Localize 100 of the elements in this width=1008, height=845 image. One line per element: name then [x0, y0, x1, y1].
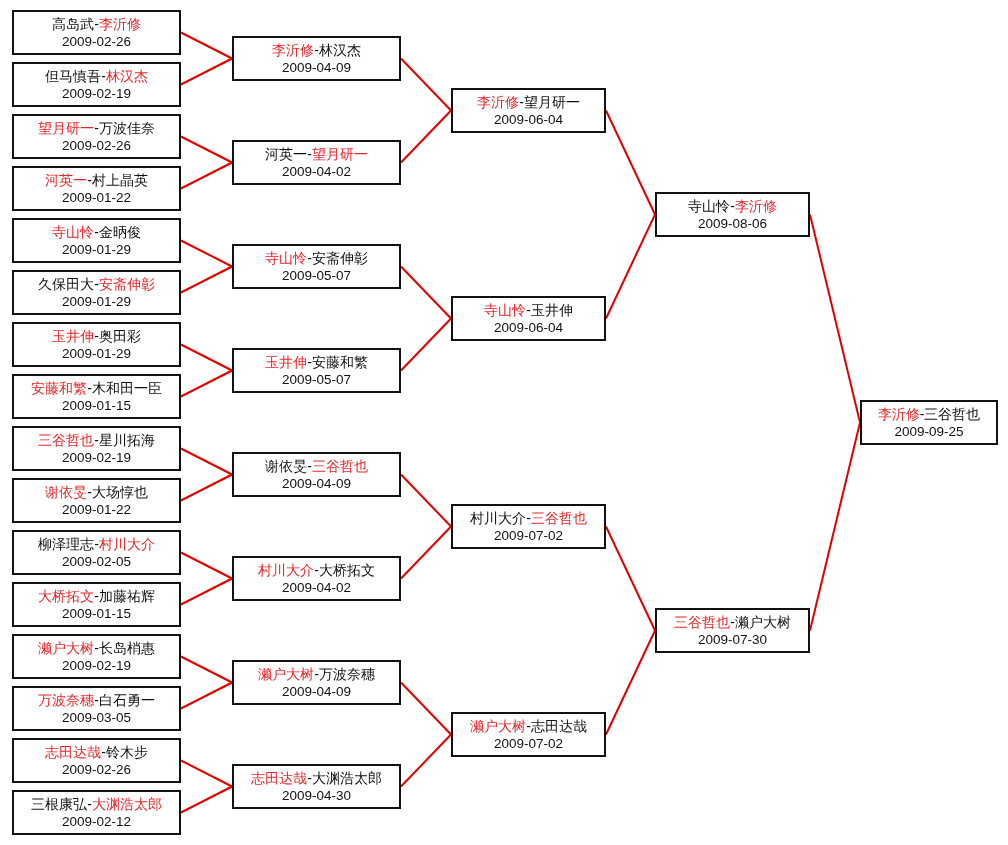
- match-date: 2009-02-19: [61, 448, 132, 467]
- match-date: 2009-02-19: [61, 84, 132, 103]
- match-date: 2009-01-29: [61, 240, 132, 259]
- match-date: 2009-06-04: [493, 318, 564, 337]
- match-date: 2009-04-02: [281, 578, 352, 597]
- match-box: [12, 218, 181, 263]
- connector-line: [180, 31, 233, 60]
- player-names: 望月研一-万波佳奈: [38, 118, 155, 137]
- match-box: [12, 426, 181, 471]
- connector-line: [605, 213, 656, 320]
- connector-line: [400, 681, 452, 736]
- match-date: 2009-01-29: [61, 292, 132, 311]
- match-date: 2009-05-07: [281, 370, 352, 389]
- match-date: 2009-04-09: [281, 58, 352, 77]
- player-names: 李沂修-三谷哲也: [877, 404, 981, 423]
- match-box: [655, 608, 810, 653]
- connector-line: [605, 109, 656, 216]
- match-box: [655, 192, 810, 237]
- match-date: 2009-02-26: [61, 136, 132, 155]
- player-names: 玉井伸-安藤和繁: [265, 352, 368, 371]
- connector-line: [400, 733, 452, 788]
- match-box: [12, 738, 181, 783]
- player-names: 但马慎吾-林汉杰: [45, 66, 148, 85]
- match-date: 2009-07-02: [493, 734, 564, 753]
- connector-line: [400, 525, 452, 580]
- match-date: 2009-02-12: [61, 812, 132, 831]
- match-date: 2009-04-09: [281, 682, 352, 701]
- player-names: 三谷哲也-濑户大树: [674, 612, 791, 631]
- match-box: [12, 62, 181, 107]
- match-date: 2009-07-30: [697, 630, 768, 649]
- player-names: 濑户大树-万波奈穗: [258, 664, 375, 683]
- match-box: [860, 400, 998, 445]
- match-box: [232, 764, 401, 809]
- match-box: [12, 270, 181, 315]
- match-date: 2009-02-19: [61, 656, 132, 675]
- player-names: 李沂修-林汉杰: [272, 40, 361, 59]
- connector-line: [180, 57, 233, 86]
- connector-line: [180, 473, 233, 502]
- match-box: [232, 452, 401, 497]
- connector-line: [180, 239, 233, 268]
- connector-line: [180, 577, 233, 606]
- match-date: 2009-02-26: [61, 760, 132, 779]
- match-date: 2009-04-30: [281, 786, 352, 805]
- connector-line: [605, 629, 656, 736]
- connector-line: [180, 343, 233, 372]
- player-names: 大桥拓文-加藤祐辉: [38, 586, 155, 605]
- match-box: [451, 504, 606, 549]
- connector-line: [180, 759, 233, 788]
- player-names: 寺山怜-玉井伸: [484, 300, 573, 319]
- match-box: [232, 660, 401, 705]
- match-date: 2009-04-02: [281, 162, 352, 181]
- match-box: [451, 296, 606, 341]
- match-box: [12, 530, 181, 575]
- match-box: [12, 374, 181, 419]
- connector-line: [180, 785, 233, 814]
- connector-line: [180, 265, 233, 294]
- match-date: 2009-07-02: [493, 526, 564, 545]
- player-names: 河英一-望月研一: [265, 144, 368, 163]
- match-box: [12, 10, 181, 55]
- connector-line: [180, 369, 233, 398]
- match-date: 2009-01-29: [61, 344, 132, 363]
- player-names: 久保田大-安斋伸彰: [38, 274, 155, 293]
- player-names: 谢依旻-三谷哲也: [265, 456, 368, 475]
- match-box: [12, 634, 181, 679]
- connector-line: [180, 681, 233, 710]
- player-names: 柳泽理志-村川大介: [38, 534, 155, 553]
- match-box: [12, 114, 181, 159]
- match-box: [232, 140, 401, 185]
- match-box: [12, 166, 181, 211]
- connector-line: [605, 525, 656, 632]
- player-names: 濑户大树-长岛梢惠: [38, 638, 155, 657]
- match-date: 2009-01-22: [61, 188, 132, 207]
- match-date: 2009-03-05: [61, 708, 132, 727]
- match-date: 2009-04-09: [281, 474, 352, 493]
- player-names: 寺山怜-李沂修: [688, 196, 777, 215]
- match-box: [451, 712, 606, 757]
- match-date: 2009-01-15: [61, 604, 132, 623]
- connector-line: [180, 447, 233, 476]
- match-box: [12, 478, 181, 523]
- match-box: [232, 556, 401, 601]
- match-box: [232, 244, 401, 289]
- match-box: [12, 582, 181, 627]
- player-names: 安藤和繁-木和田一臣: [31, 378, 162, 397]
- match-date: 2009-01-15: [61, 396, 132, 415]
- connector-line: [180, 551, 233, 580]
- connector-line: [400, 57, 452, 112]
- player-names: 寺山怜-金昞俊: [52, 222, 141, 241]
- player-names: 志田达哉-大渊浩太郎: [251, 768, 382, 787]
- connector-line: [400, 473, 452, 528]
- player-names: 三谷哲也-星川拓海: [38, 430, 155, 449]
- player-names: 谢依旻-大场惇也: [45, 482, 148, 501]
- match-date: 2009-02-05: [61, 552, 132, 571]
- player-names: 李沂修-望月研一: [477, 92, 580, 111]
- player-names: 万波奈穗-白石勇一: [38, 690, 155, 709]
- connector-line: [400, 317, 452, 372]
- player-names: 河英一-村上晶英: [45, 170, 148, 189]
- player-names: 三根康弘-大渊浩太郎: [31, 794, 162, 813]
- connector-line: [180, 655, 233, 684]
- player-names: 高岛武-李沂修: [52, 14, 141, 33]
- connector-line: [400, 265, 452, 320]
